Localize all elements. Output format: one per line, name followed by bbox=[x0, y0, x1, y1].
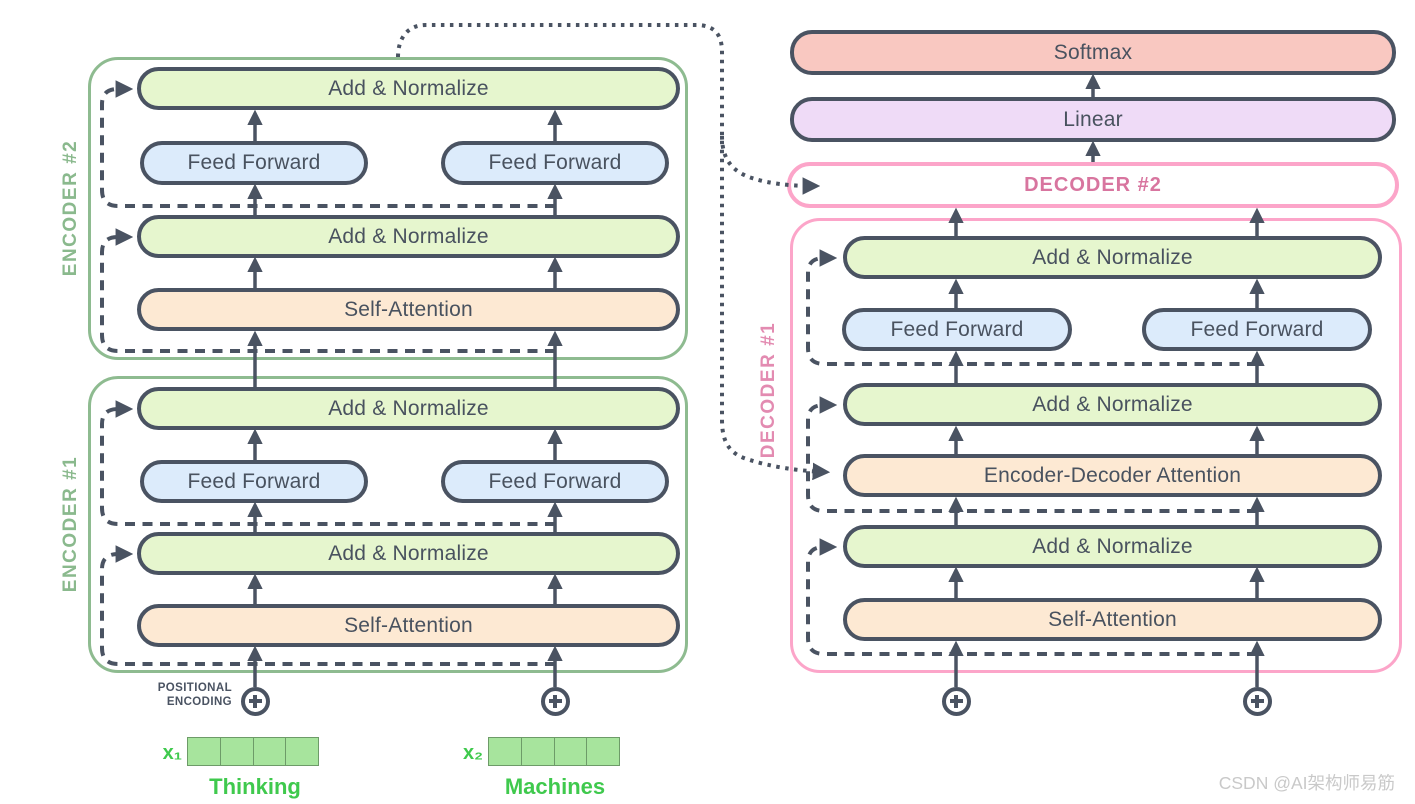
add-normalize-pill: Add & Normalize bbox=[843, 236, 1382, 279]
plus-circle-icon bbox=[240, 686, 270, 716]
token-label-thinking: Thinking bbox=[209, 774, 301, 799]
add-normalize-pill: Add & Normalize bbox=[137, 215, 680, 258]
self-attention-pill: Self-Attention bbox=[137, 288, 680, 331]
x1-label: x₁ bbox=[162, 742, 182, 764]
encoder-1-box bbox=[88, 376, 688, 673]
feed-forward-pill: Feed Forward bbox=[1142, 308, 1372, 351]
add-normalize-pill: Add & Normalize bbox=[137, 532, 680, 575]
plus-circle-icon bbox=[941, 686, 971, 716]
vector-cell bbox=[586, 738, 619, 765]
token-label-machines: Machines bbox=[504, 774, 606, 799]
vector-cell bbox=[252, 738, 286, 765]
x2-label: x₂ bbox=[462, 742, 483, 764]
linear-pill: Linear bbox=[790, 97, 1396, 142]
plus-circle-icon bbox=[540, 686, 570, 716]
vector-cell bbox=[188, 738, 220, 765]
feed-forward-pill: Feed Forward bbox=[441, 460, 669, 503]
vector-cell bbox=[285, 738, 318, 765]
encoder-2-label: ENCODER #2 bbox=[60, 139, 81, 277]
positional-encoding-label: POSITIONAL ENCODING bbox=[116, 682, 232, 709]
add-normalize-pill: Add & Normalize bbox=[137, 387, 680, 430]
vector-cell bbox=[489, 738, 521, 765]
add-normalize-pill: Add & Normalize bbox=[843, 525, 1382, 568]
feed-forward-pill: Feed Forward bbox=[140, 460, 368, 503]
feed-forward-pill: Feed Forward bbox=[140, 141, 368, 185]
decoder-2-box: DECODER #2 bbox=[787, 162, 1399, 208]
feed-forward-pill: Feed Forward bbox=[842, 308, 1072, 351]
decoder-1-label: DECODER #1 bbox=[758, 321, 779, 459]
vector-cell bbox=[219, 738, 253, 765]
encoder-decoder-attention-pill: Encoder-Decoder Attention bbox=[843, 454, 1382, 497]
vector-cell bbox=[520, 738, 554, 765]
feed-forward-pill: Feed Forward bbox=[441, 141, 669, 185]
positional-encoding-line2: ENCODING bbox=[166, 695, 232, 708]
plus-circle-icon bbox=[1242, 686, 1272, 716]
vector-cell bbox=[553, 738, 587, 765]
add-normalize-pill: Add & Normalize bbox=[137, 67, 680, 110]
softmax-pill: Softmax bbox=[790, 30, 1396, 75]
watermark: CSDN @AI架构师易筋 bbox=[1218, 773, 1395, 793]
encoder-1-label: ENCODER #1 bbox=[60, 455, 81, 593]
self-attention-pill: Self-Attention bbox=[843, 598, 1382, 641]
input-vector-x1 bbox=[187, 737, 319, 766]
positional-encoding-line1: POSITIONAL bbox=[157, 682, 232, 694]
self-attention-pill: Self-Attention bbox=[137, 604, 680, 647]
add-normalize-pill: Add & Normalize bbox=[843, 383, 1382, 426]
input-vector-x2 bbox=[488, 737, 620, 766]
